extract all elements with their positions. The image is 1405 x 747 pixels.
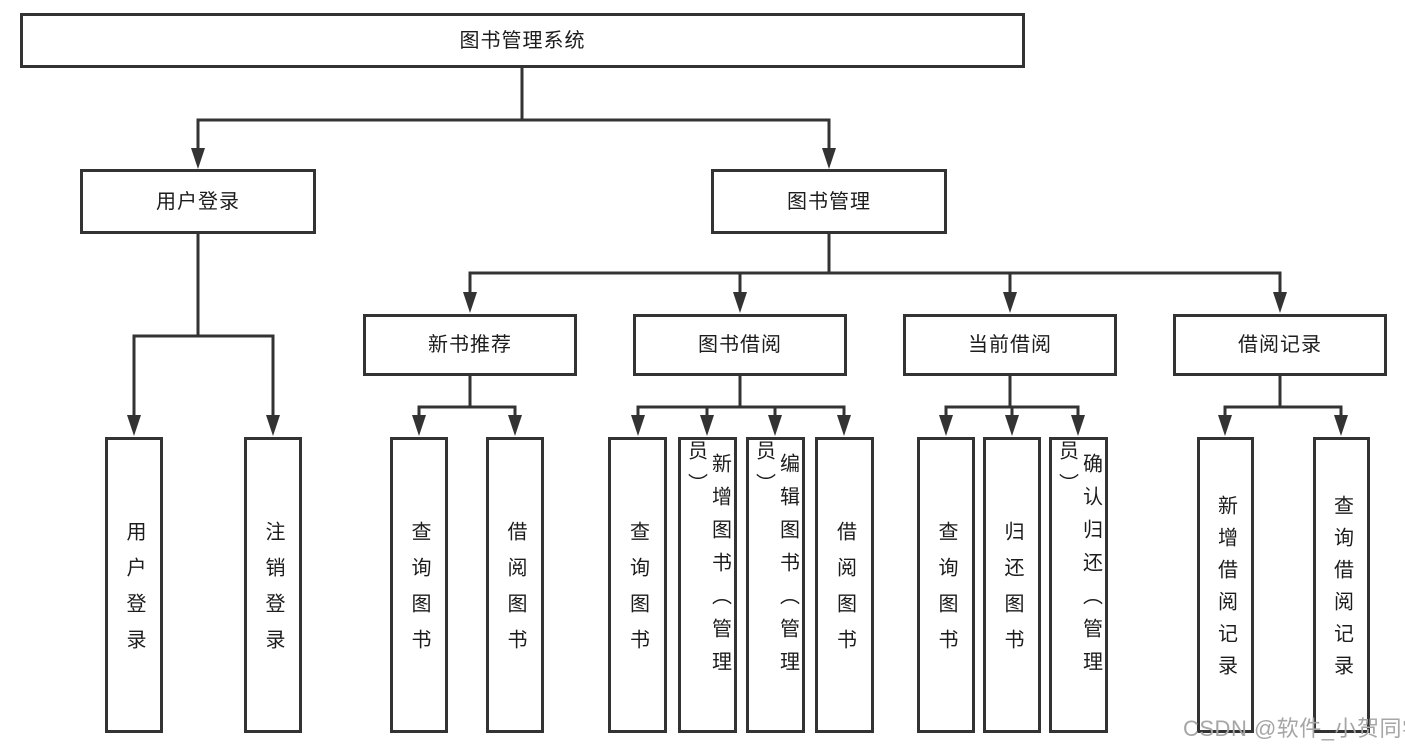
leaf-recommend-borrow-books: 借阅图书 <box>486 437 544 733</box>
leaf-current-return-books-label: 归还图书 <box>1001 521 1023 665</box>
leaf-login-label: 用户登录 <box>123 521 145 665</box>
node-book-management: 图书管理 <box>711 169 947 234</box>
leaf-borrowing-borrow-books-label: 借阅图书 <box>833 521 856 665</box>
leaf-login: 用户登录 <box>105 437 163 733</box>
leaf-borrowing-add-books-admin: 新增图书（管理员） <box>678 437 737 733</box>
node-book-management-label: 图书管理 <box>787 190 871 213</box>
leaf-records-add-record-label: 新增借阅记录 <box>1214 495 1237 687</box>
node-current-borrowing-label: 当前借阅 <box>968 334 1052 356</box>
leaf-current-confirm-return-admin-label: 确认归还（管理员） <box>1055 440 1102 684</box>
leaf-current-return-books: 归还图书 <box>983 437 1041 733</box>
leaf-records-query-record: 查询借阅记录 <box>1313 437 1370 733</box>
leaf-current-query-books-label: 查询图书 <box>935 521 957 665</box>
leaf-logout-label: 注销登录 <box>262 521 284 665</box>
leaf-borrowing-query-books: 查询图书 <box>608 437 667 733</box>
node-root-label: 图书管理系统 <box>459 29 586 52</box>
leaf-current-query-books: 查询图书 <box>917 437 975 733</box>
node-book-borrowing-label: 图书借阅 <box>698 334 782 356</box>
node-current-borrowing: 当前借阅 <box>903 314 1117 376</box>
leaf-current-confirm-return-admin: 确认归还（管理员） <box>1049 437 1108 733</box>
leaf-recommend-query-books: 查询图书 <box>390 437 448 733</box>
leaf-borrowing-edit-books-admin-label: 编辑图书（管理员） <box>752 440 799 684</box>
node-borrowing-records-label: 借阅记录 <box>1238 334 1322 356</box>
leaf-logout: 注销登录 <box>244 437 302 733</box>
leaf-borrowing-query-books-label: 查询图书 <box>626 521 649 665</box>
node-new-book-recommend-label: 新书推荐 <box>428 334 512 356</box>
leaf-borrowing-borrow-books: 借阅图书 <box>815 437 874 733</box>
csdn-watermark: CSDN @软件_小贺同学 <box>1183 716 1405 741</box>
leaf-records-query-record-label: 查询借阅记录 <box>1330 495 1353 687</box>
leaf-recommend-query-books-label: 查询图书 <box>408 521 430 665</box>
leaf-borrowing-edit-books-admin: 编辑图书（管理员） <box>746 437 805 733</box>
node-book-borrowing: 图书借阅 <box>633 314 847 376</box>
node-user-login: 用户登录 <box>80 169 316 234</box>
node-user-login-label: 用户登录 <box>156 190 240 213</box>
leaf-records-add-record: 新增借阅记录 <box>1197 437 1254 733</box>
leaf-borrowing-add-books-admin-label: 新增图书（管理员） <box>684 440 731 684</box>
node-borrowing-records: 借阅记录 <box>1173 314 1387 376</box>
node-root: 图书管理系统 <box>20 13 1025 68</box>
leaf-recommend-borrow-books-label: 借阅图书 <box>504 521 526 665</box>
node-new-book-recommend: 新书推荐 <box>363 314 577 376</box>
